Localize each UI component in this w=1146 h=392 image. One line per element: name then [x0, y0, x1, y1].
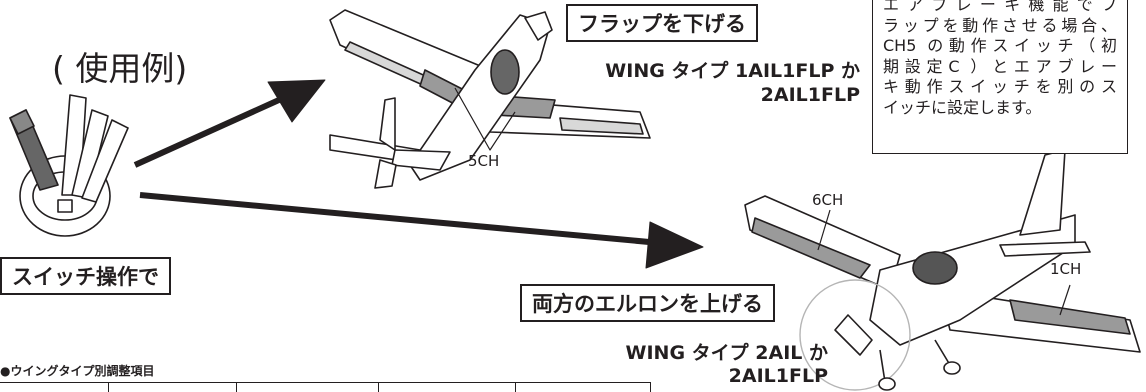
note-line: イッチに設定します。 [883, 97, 1042, 117]
note-line: CH5 の動作スイッチ（初 [883, 36, 1117, 55]
table-column-divider [108, 382, 109, 392]
note-line: キ動作スイッチを別のス [883, 77, 1117, 96]
ch5-label: 5CH [468, 152, 500, 170]
wing-type-ail-line2: 2AIL1FLP [728, 365, 828, 387]
wing-type-ail-line1: WING タイプ 2AIL か [625, 342, 828, 364]
table-column-divider [650, 382, 651, 392]
switch-operation-label: スイッチ操作で [0, 257, 171, 295]
wing-type-flap-line1: WING タイプ 1AIL1FLP か [605, 60, 860, 82]
aileron-up-label: 両方のエルロンを上げる [520, 284, 775, 322]
note-line: エアブレーキ機能でフ [883, 0, 1117, 14]
table-top-border [0, 382, 650, 383]
table-column-divider [378, 382, 379, 392]
toggle-switch-illustration [9, 94, 129, 237]
arrow-to-aileron [139, 192, 704, 269]
flap-down-label: フラップを下げる [566, 4, 758, 42]
airplane-flaps-down [329, 9, 651, 189]
note-line: ラップを動作させる場合、 [883, 15, 1117, 35]
note-line: 期設定C ）とエアブレー [883, 56, 1117, 76]
table-column-divider [515, 382, 516, 392]
airbrake-note: エアブレーキ機能でフ ラップを動作させる場合、 CH5 の動作スイッチ（初 期設… [872, 0, 1128, 154]
table-column-divider [236, 382, 237, 392]
ch6-label: 6CH [812, 191, 844, 209]
table-heading: ●ウイングタイプ別調整項目 [0, 364, 155, 378]
ch1-label: 1CH [1050, 260, 1082, 278]
example-label: ( 使用例) [52, 49, 188, 88]
arrow-to-flap [133, 79, 326, 168]
wing-type-flap-line2: 2AIL1FLP [760, 84, 860, 106]
airplane-ailerons-up [744, 149, 1141, 391]
